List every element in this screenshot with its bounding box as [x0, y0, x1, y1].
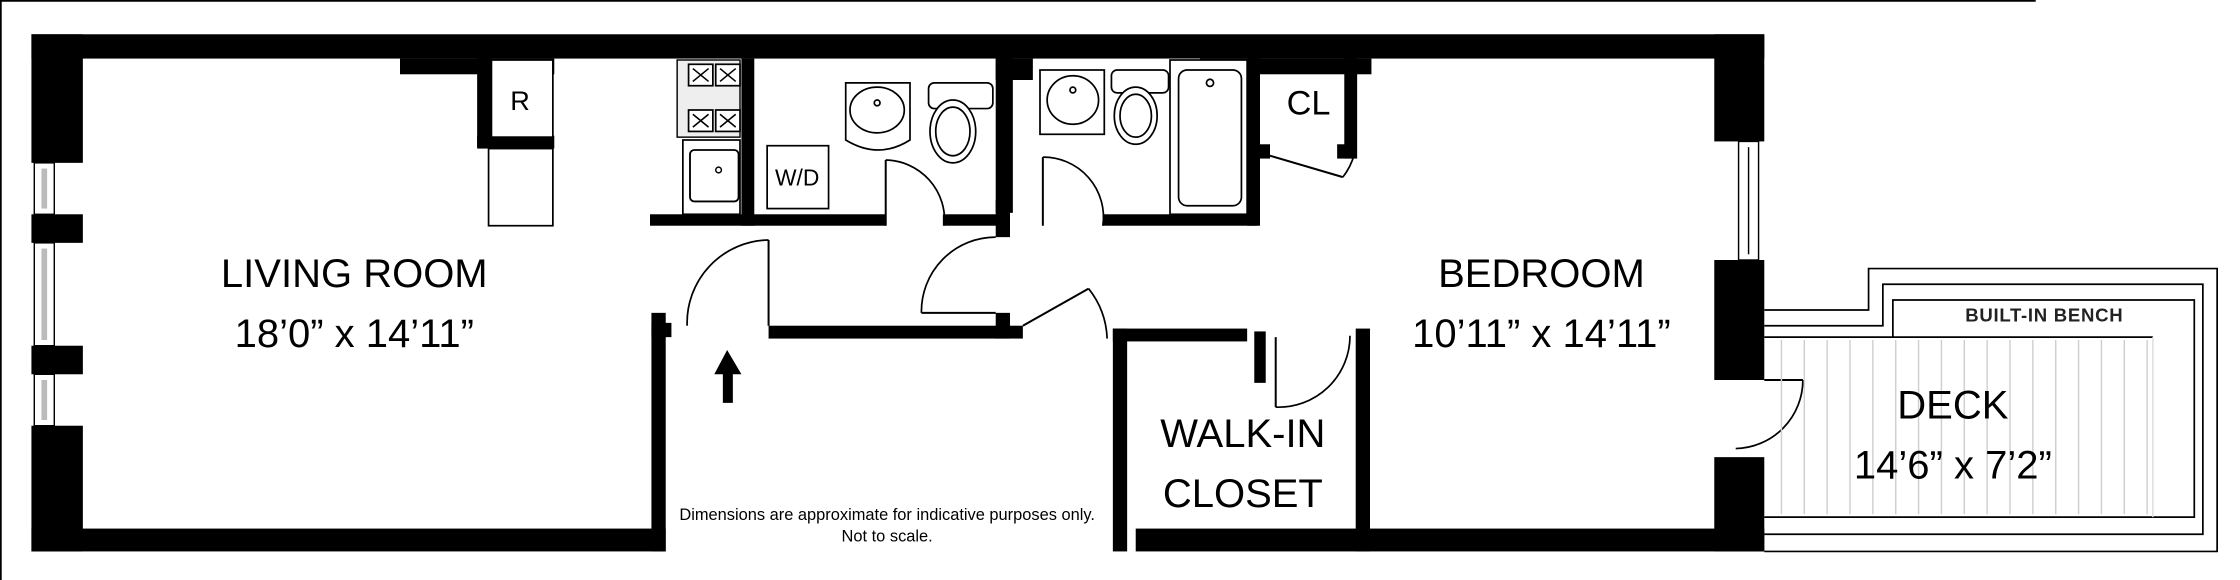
living-room-label: LIVING ROOM [221, 252, 488, 296]
living-room-windows [33, 162, 55, 427]
bathroom-2-toilet [1110, 69, 1170, 146]
bathroom-1-sink [844, 82, 911, 151]
washer-dryer: W/D [766, 144, 830, 210]
refrigerator: R [487, 59, 554, 227]
entrance-arrow-icon [714, 350, 742, 403]
closet-label: CL [1287, 84, 1331, 122]
walk-in-closet-label-line1: WALK-IN [1160, 412, 1325, 456]
bedroom-dimensions: 10’11” x 14’11” [1412, 312, 1671, 356]
deck-label: DECK [1897, 384, 2008, 428]
bathtub [1169, 59, 1248, 216]
svg-text:R: R [510, 85, 530, 116]
svg-text:BUILT-IN BENCH: BUILT-IN BENCH [1965, 304, 2123, 325]
deck-planks [1780, 340, 2148, 515]
svg-text:W/D: W/D [775, 165, 819, 191]
bedroom-window [1737, 140, 1760, 261]
disclaimer-line-2: Not to scale. [842, 527, 933, 545]
walk-in-closet-label-line2: CLOSET [1163, 472, 1323, 516]
interior-walls [477, 58, 1370, 552]
bathroom-1-toilet [927, 82, 994, 164]
stove [676, 59, 741, 138]
living-room-dimensions: 18’0” x 14’11” [235, 312, 474, 356]
room-labels: LIVING ROOM 18’0” x 14’11” BEDROOM 10’11… [221, 84, 2052, 545]
bedroom-label: BEDROOM [1438, 252, 1645, 296]
bathroom-2-sink [1039, 69, 1106, 136]
deck: BUILT-IN BENCH [1764, 267, 2218, 553]
disclaimer-line-1: Dimensions are approximate for indicativ… [679, 506, 1095, 524]
kitchen-sink [682, 139, 741, 216]
deck-dimensions: 14’6” x 7’2” [1854, 444, 2052, 488]
doors [686, 154, 1804, 450]
